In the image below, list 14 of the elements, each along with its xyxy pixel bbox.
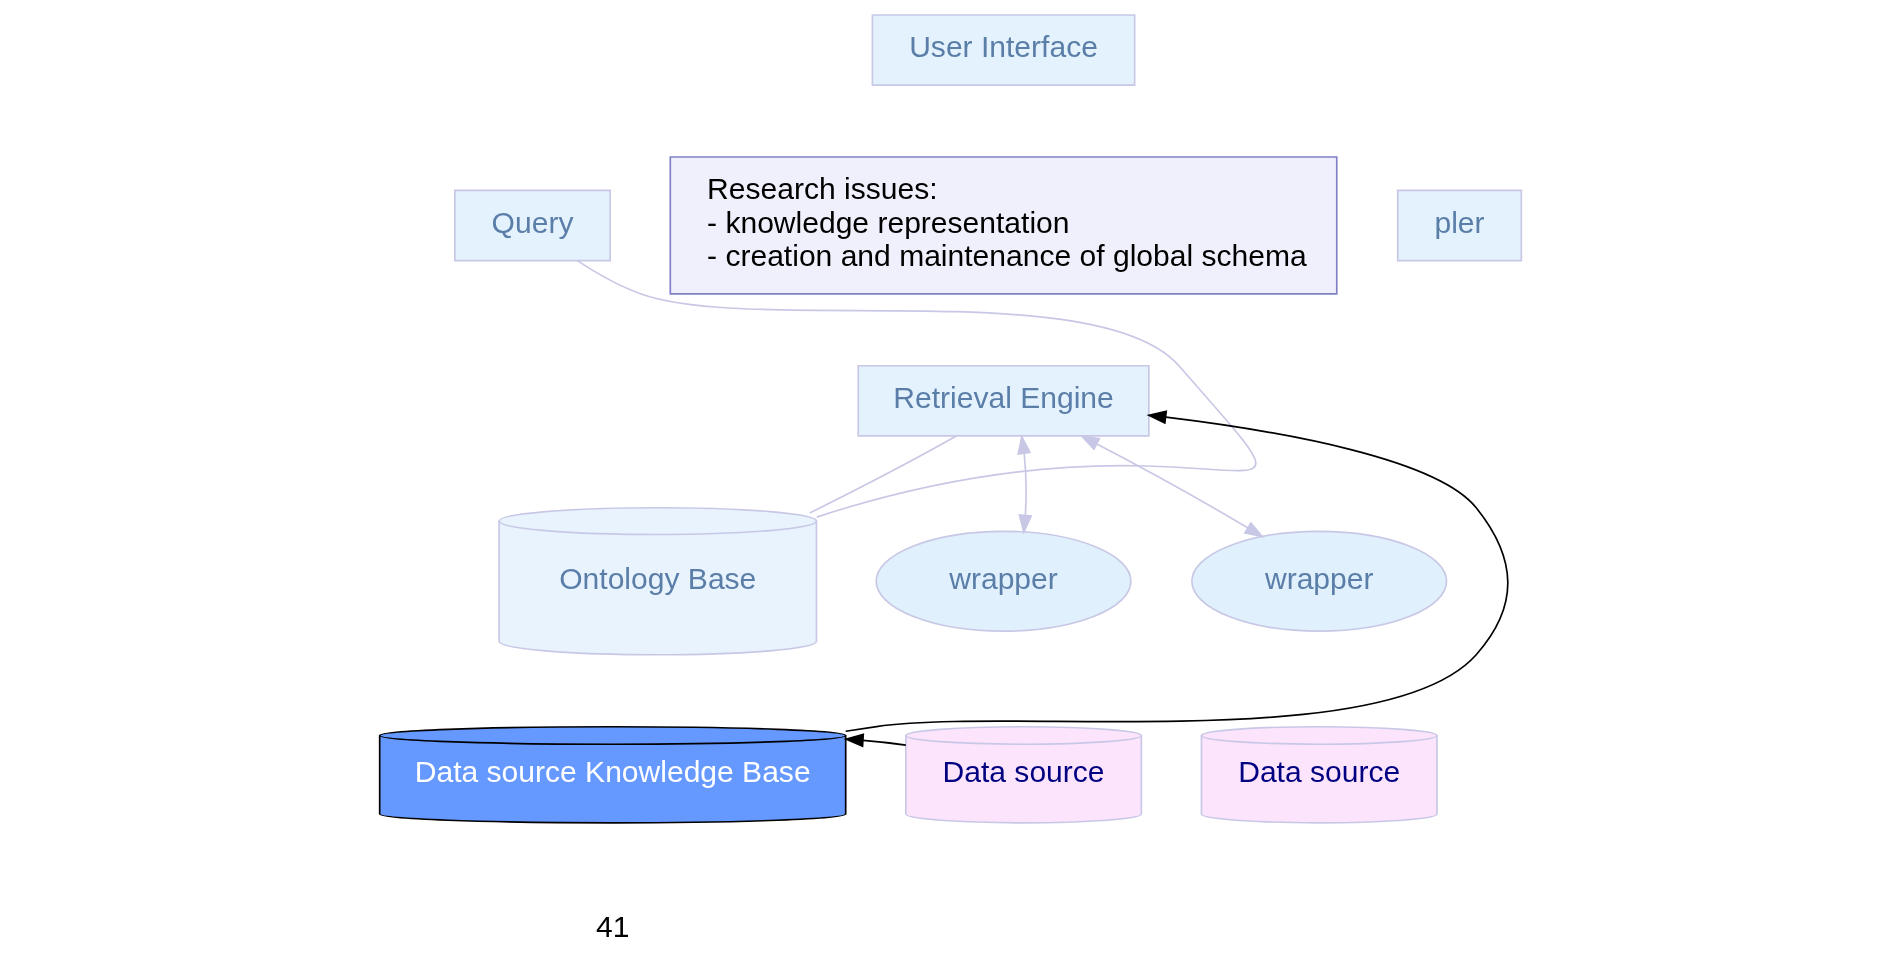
label: 41 bbox=[595, 910, 629, 944]
arrow bbox=[843, 733, 907, 748]
node-box: User Interface bbox=[871, 14, 1135, 86]
arrow bbox=[1016, 434, 1032, 535]
arrow bbox=[844, 410, 1509, 733]
node-box: Query bbox=[453, 189, 611, 262]
node-box: pler bbox=[1396, 189, 1522, 262]
node-ellipse: wrapper bbox=[874, 530, 1132, 632]
arrow bbox=[1079, 435, 1264, 538]
connector bbox=[808, 435, 957, 514]
connector bbox=[576, 259, 1255, 518]
node-box: Retrieval Engine bbox=[856, 364, 1150, 437]
node-ellipse: wrapper bbox=[1190, 530, 1447, 632]
node-box: Research issues: - knowledge representation - creation and maintenance of global schema bbox=[668, 156, 1338, 295]
